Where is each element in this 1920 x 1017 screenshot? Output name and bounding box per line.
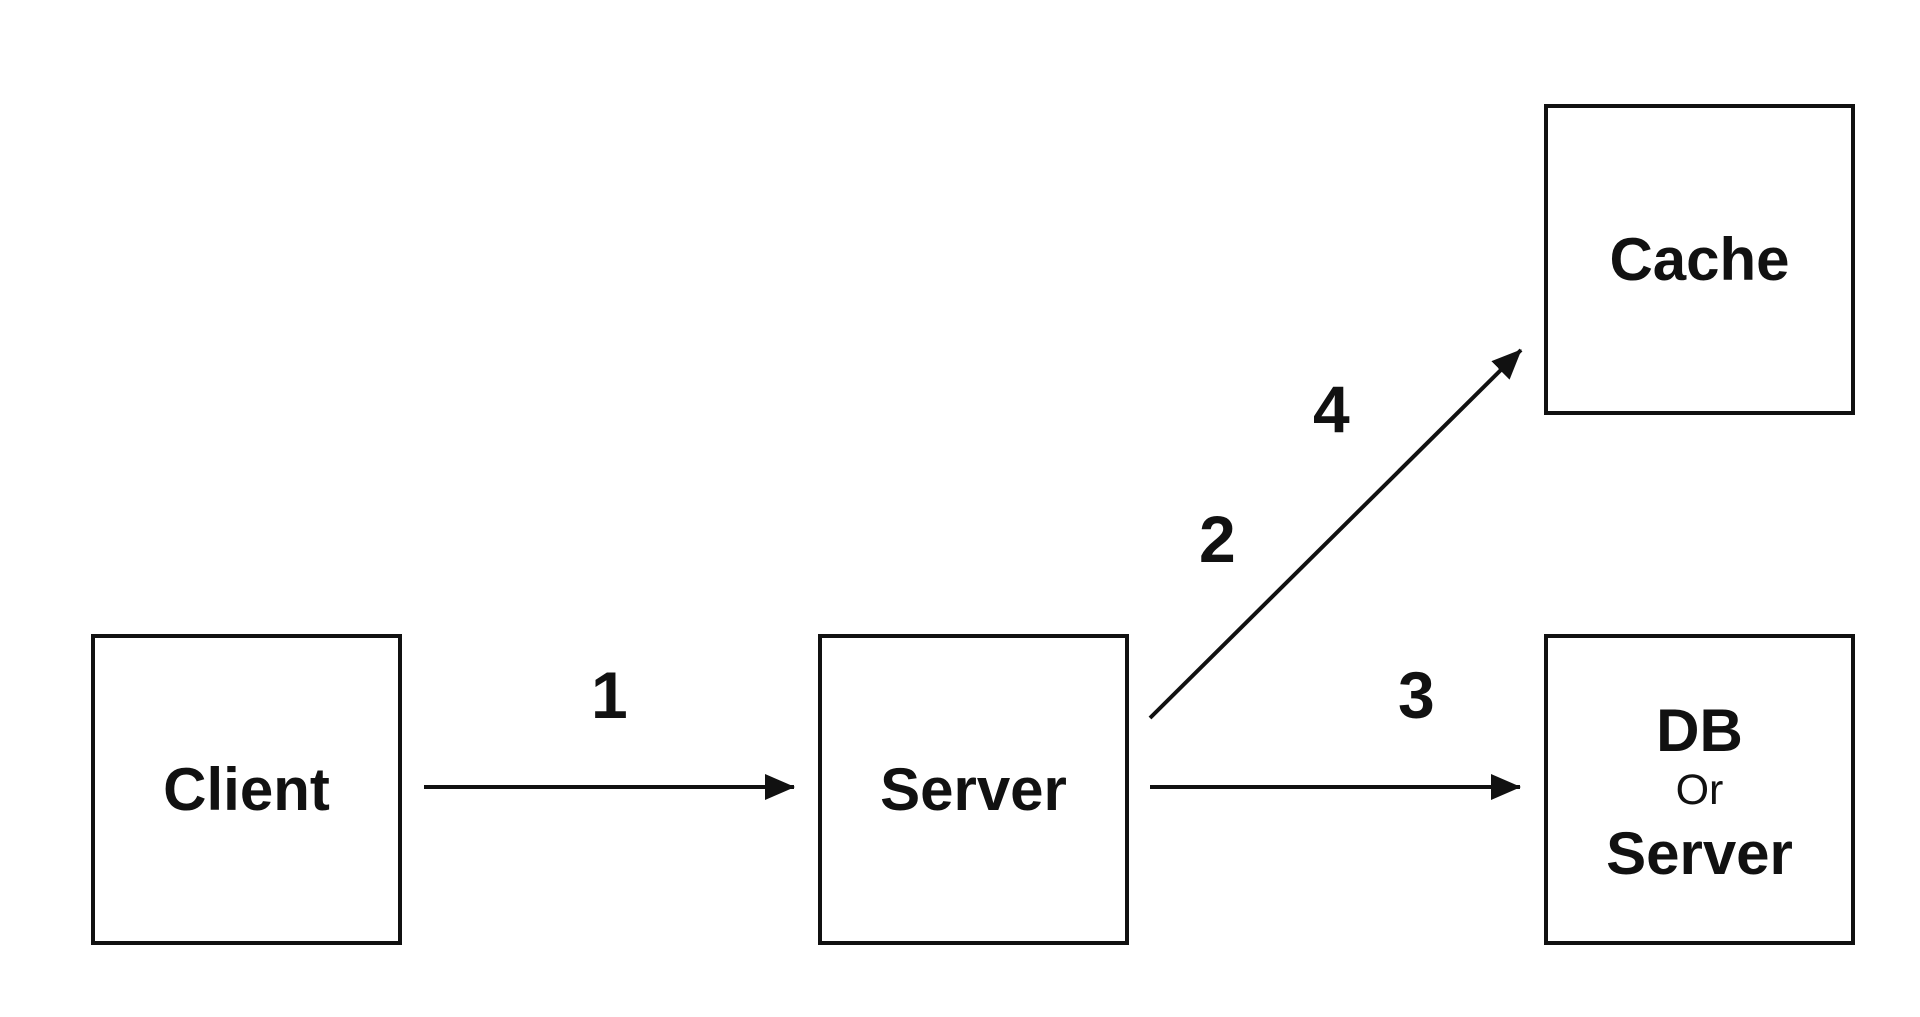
db-label: DB — [1656, 697, 1743, 764]
client-node: Client — [91, 634, 402, 945]
client-label: Client — [163, 755, 330, 823]
server-label: Server — [880, 755, 1067, 823]
db-or-server-node: DB Or Server — [1544, 634, 1855, 945]
arrow-server-to-cache — [1148, 348, 1523, 720]
cache-node: Cache — [1544, 104, 1855, 415]
step-2-label: 2 — [1199, 502, 1236, 576]
db-server-label: Server — [1606, 820, 1793, 887]
step-1-label: 1 — [591, 658, 628, 732]
server-node: Server — [818, 634, 1129, 945]
cache-label: Cache — [1609, 225, 1790, 293]
step-4-label: 4 — [1313, 372, 1350, 446]
step-3-label: 3 — [1398, 658, 1435, 732]
or-label: Or — [1675, 766, 1724, 814]
